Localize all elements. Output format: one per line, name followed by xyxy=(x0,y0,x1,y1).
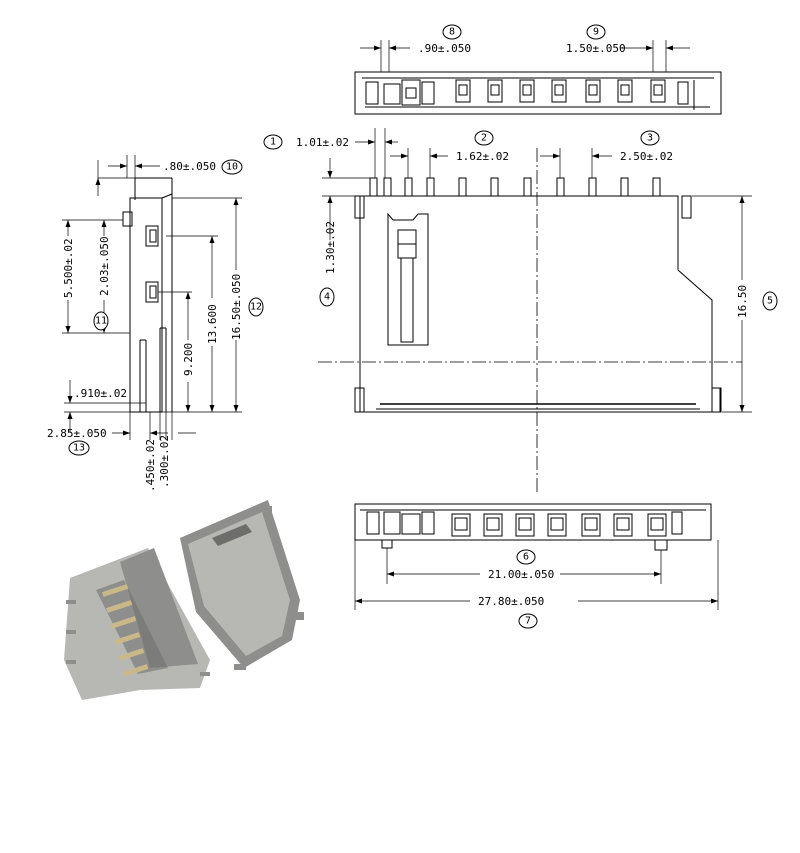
dim-300-label: .300±.02 xyxy=(158,435,171,488)
dim-11b-label: 2.03±.050 xyxy=(98,236,111,296)
dim-13-label: 2.85±.050 xyxy=(47,427,107,440)
dim-6-label: 21.00±.050 xyxy=(488,568,554,581)
callout-4: 4 xyxy=(319,287,335,307)
svg-text:1: 1 xyxy=(270,137,276,148)
dim-5-label: 16.50 xyxy=(736,285,749,318)
svg-text:2: 2 xyxy=(481,133,487,144)
front-view-pins xyxy=(369,177,661,197)
underside-contacts xyxy=(102,584,149,677)
dim-9-label: 1.50±.050 xyxy=(566,42,626,55)
callout-6: 6 xyxy=(516,549,536,565)
svg-text:6: 6 xyxy=(523,552,529,563)
bottom-view: 21.00±.050 6 27.80±.050 7 xyxy=(354,503,719,629)
callout-1: 1 xyxy=(263,134,283,150)
product-photo-underside xyxy=(64,548,210,700)
svg-text:9: 9 xyxy=(593,27,599,38)
svg-text:13: 13 xyxy=(73,443,85,454)
dim-910-label: .910±.02 xyxy=(74,387,127,400)
callout-11: 11 xyxy=(93,311,109,331)
callout-9: 9 xyxy=(586,24,606,40)
callout-13: 13 xyxy=(68,440,90,456)
svg-text:8: 8 xyxy=(449,27,455,38)
callout-10: 10 xyxy=(221,159,243,175)
top-view: .90±.050 1.50±.050 8 9 xyxy=(354,24,722,115)
dim-450-label: .450±.02 xyxy=(144,439,157,492)
dim-9200-label: 9.200 xyxy=(182,343,195,376)
callout-7: 7 xyxy=(518,613,538,629)
callout-3: 3 xyxy=(640,130,660,146)
dim-7-label: 27.80±.050 xyxy=(478,595,544,608)
svg-text:5: 5 xyxy=(767,296,773,307)
side-view: .80±.050 10 5.500±.02 2.03±.050 11 9.200 xyxy=(47,155,264,492)
callout-8: 8 xyxy=(442,24,462,40)
dim-3-label: 2.50±.02 xyxy=(620,150,673,163)
dim-10-label: .80±.050 xyxy=(163,160,216,173)
svg-text:10: 10 xyxy=(226,162,238,173)
front-view: 1.01±.02 1 1.62±.02 2 2.50±.02 3 1.30±. xyxy=(263,128,778,495)
dim-13600-label: 13.600 xyxy=(206,304,219,344)
product-photo-top xyxy=(180,500,304,670)
callout-5: 5 xyxy=(762,291,778,311)
svg-text:11: 11 xyxy=(95,316,107,327)
bottom-view-pins xyxy=(451,513,667,537)
svg-text:4: 4 xyxy=(324,292,330,303)
dim-12-label: 16.50±.050 xyxy=(230,274,243,340)
dim-4-label: 1.30±.02 xyxy=(324,221,337,274)
dim-8-label: .90±.050 xyxy=(418,42,471,55)
dim-2-label: 1.62±.02 xyxy=(456,150,509,163)
callout-12: 12 xyxy=(248,297,264,317)
svg-text:3: 3 xyxy=(647,133,653,144)
svg-text:7: 7 xyxy=(525,616,531,627)
dim-1-label: 1.01±.02 xyxy=(296,136,349,149)
callout-2: 2 xyxy=(474,130,494,146)
top-view-pins xyxy=(455,79,666,103)
dim-11-label: 5.500±.02 xyxy=(62,238,75,298)
svg-text:12: 12 xyxy=(250,302,262,313)
